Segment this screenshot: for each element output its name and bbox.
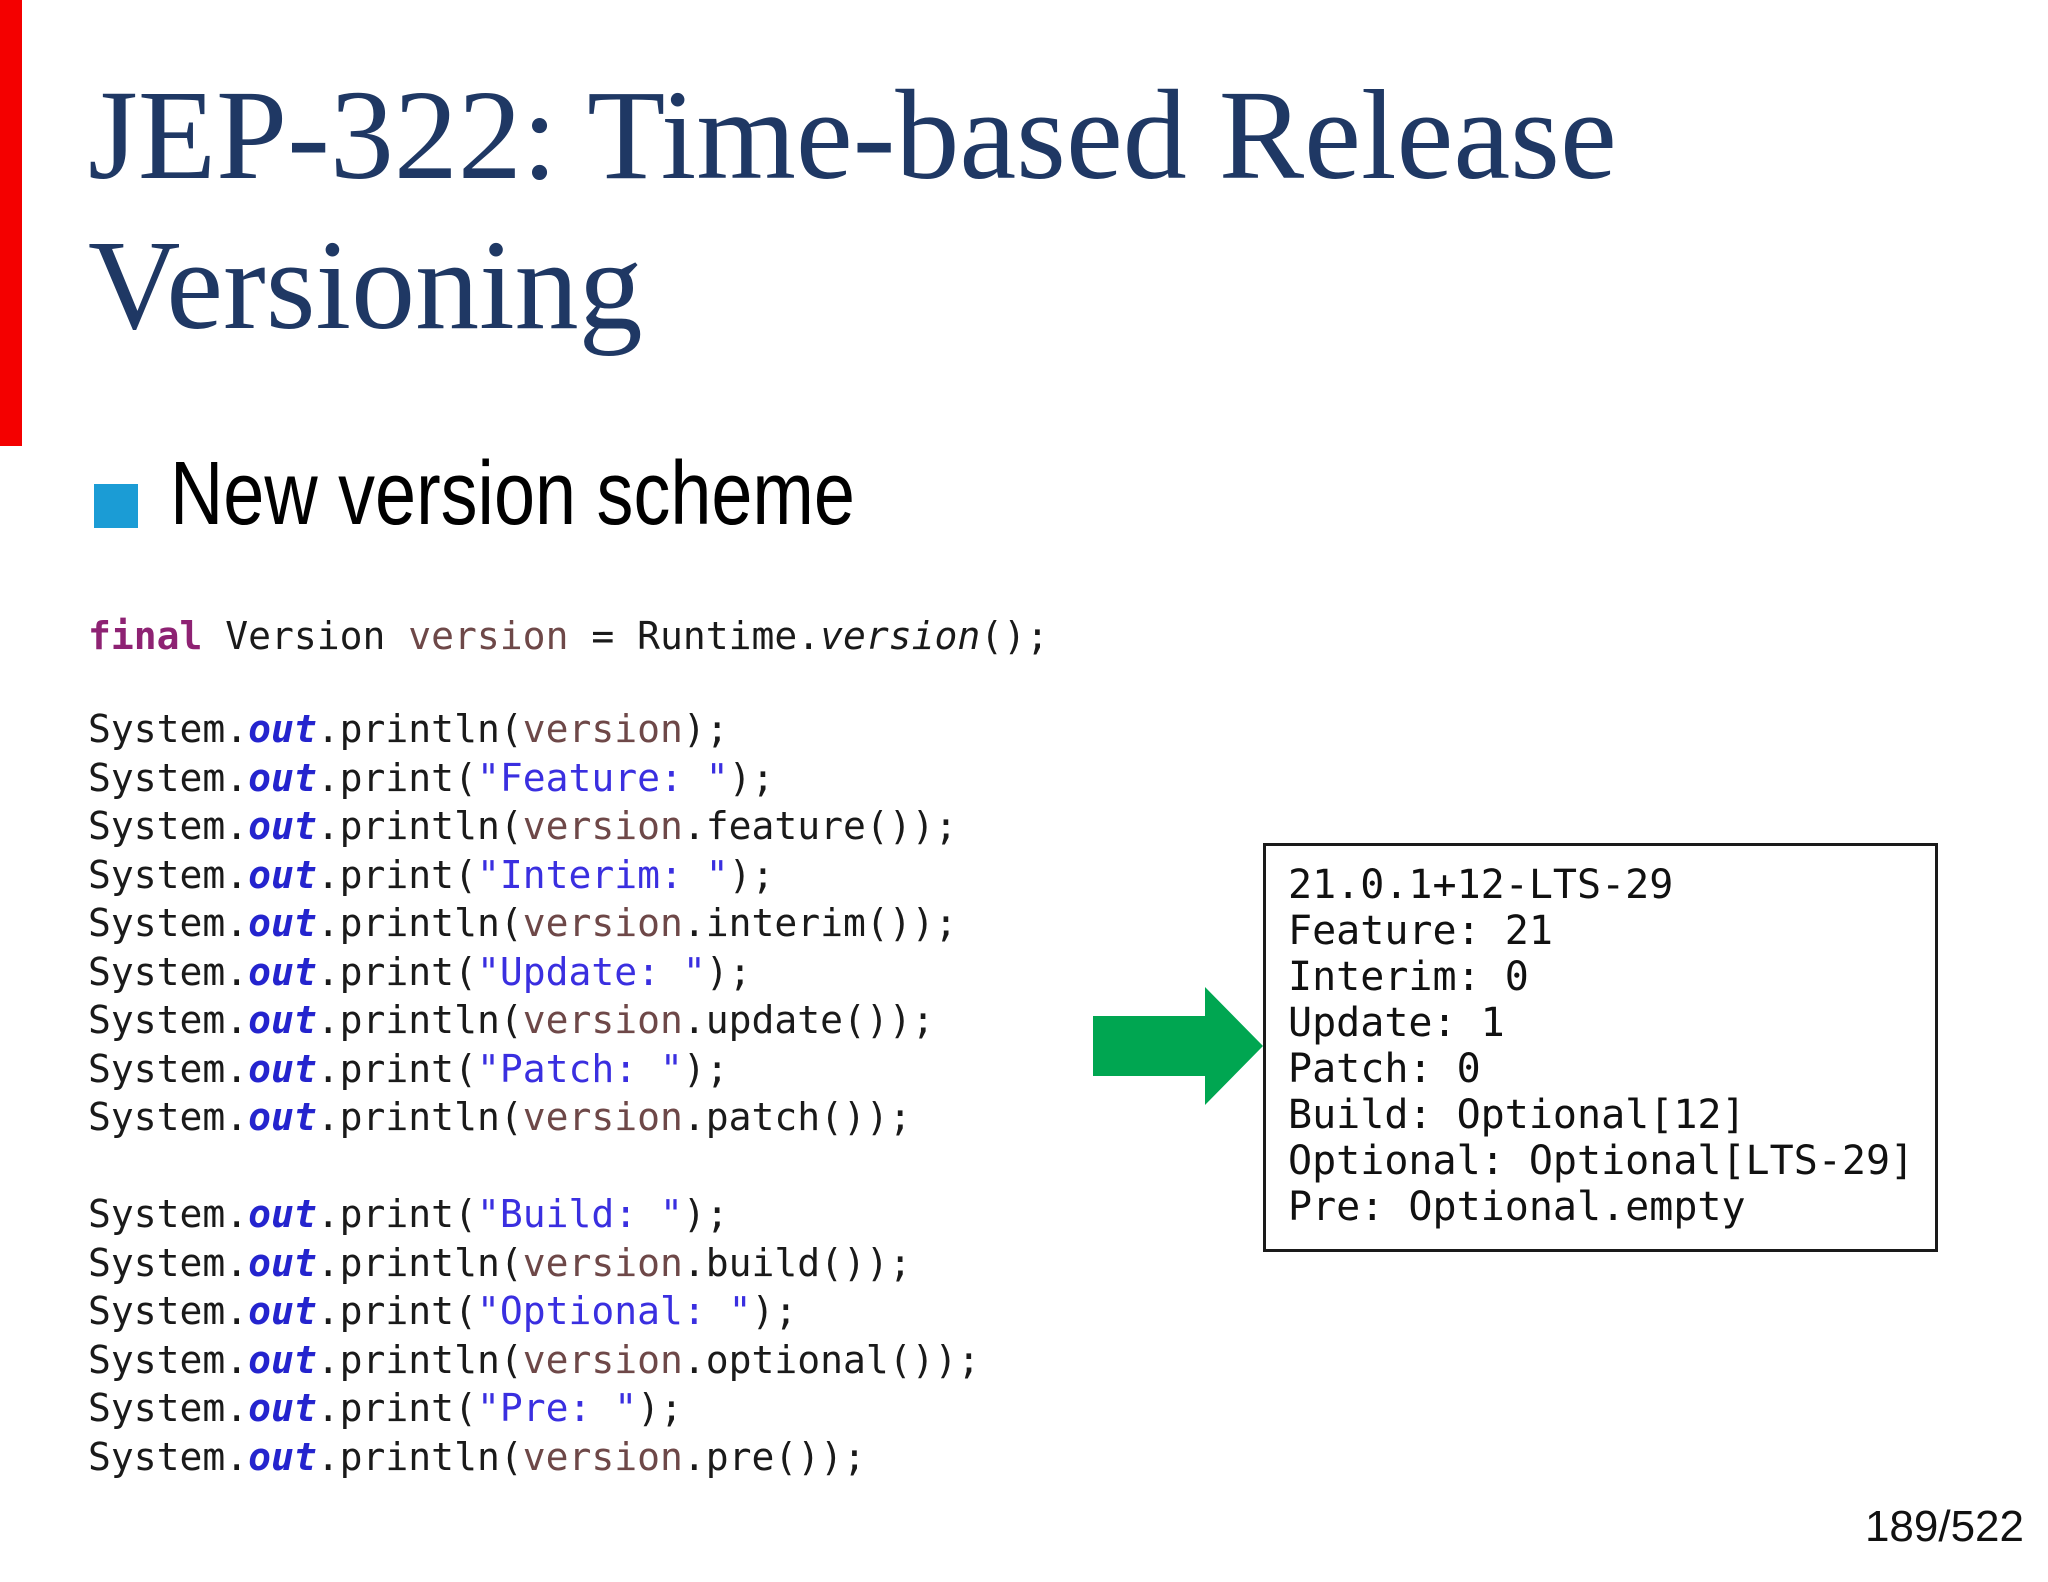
code-line: System.out.print("Optional: ");: [88, 1289, 798, 1333]
output-box: 21.0.1+12-LTS-29 Feature: 21 Interim: 0 …: [1263, 843, 1938, 1252]
code-line: System.out.print("Patch: ");: [88, 1046, 729, 1091]
code-block-print: System.out.println(version);System.out.p…: [88, 705, 957, 1142]
title-line-1: JEP-322: Time-based Release: [88, 64, 1617, 206]
code-line: System.out.println(version.feature());: [88, 804, 958, 848]
code-block-print-2: System.out.print("Build: ");System.out.p…: [88, 1190, 980, 1481]
code-line: System.out.println(version.interim());: [88, 901, 958, 945]
code-line: System.out.print("Interim: ");: [88, 852, 775, 897]
bullet-square-icon: [94, 484, 138, 528]
code-line: System.out.println(version.pre());: [88, 1434, 866, 1479]
page-number: 189/522: [1864, 1502, 2024, 1551]
slide-title: JEP-322: Time-based Release Versioning: [88, 60, 1617, 360]
code-line: System.out.println(version);: [88, 707, 729, 751]
code-line: System.out.println(version.patch());: [88, 1095, 912, 1139]
code-line: final Version version = Runtime.version(…: [88, 614, 1049, 658]
code-line: System.out.println(version.optional());: [88, 1337, 981, 1382]
code-line: System.out.print("Pre: ");: [88, 1386, 683, 1430]
code-line: System.out.println(version.build());: [88, 1240, 912, 1285]
code-line: System.out.println(version.update());: [88, 998, 935, 1042]
code-line: System.out.print("Build: ");: [88, 1192, 729, 1236]
output-box-text: 21.0.1+12-LTS-29 Feature: 21 Interim: 0 …: [1288, 862, 1915, 1230]
code-line: System.out.print("Feature: ");: [88, 755, 775, 800]
arrow-right-icon: [1093, 987, 1263, 1105]
code-block-declaration: final Version version = Runtime.version(…: [88, 612, 1049, 661]
code-line: System.out.print("Update: ");: [88, 949, 752, 994]
red-accent-bar: [0, 0, 22, 446]
section-heading: New version scheme: [170, 444, 855, 544]
title-line-2: Versioning: [88, 214, 643, 356]
